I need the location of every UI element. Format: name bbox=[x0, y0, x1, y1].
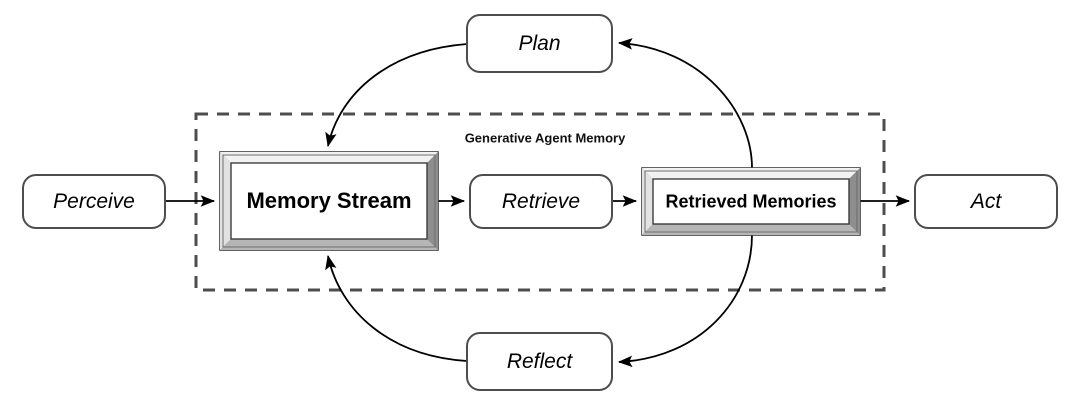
node-label: Act bbox=[969, 190, 1003, 213]
edge-retrieved-memories-to-reflect bbox=[617, 234, 753, 368]
node-label: Memory Stream bbox=[246, 188, 411, 213]
node-retrieved-memories[interactable]: Retrieved Memories bbox=[641, 167, 861, 236]
node-label: Reflect bbox=[507, 350, 574, 373]
node-layer: Perceive Memory Stream Retrieve Retrieved M… bbox=[22, 14, 1058, 391]
node-memory-stream[interactable]: Memory Stream bbox=[219, 151, 439, 251]
node-plan[interactable]: Plan bbox=[466, 14, 613, 73]
edge-layer bbox=[165, 38, 911, 368]
node-perceive[interactable]: Perceive bbox=[22, 174, 166, 229]
group-title: Generative Agent Memory bbox=[465, 130, 626, 145]
node-label: Retrieve bbox=[502, 190, 580, 213]
node-label: Plan bbox=[518, 32, 560, 55]
node-label: Perceive bbox=[53, 190, 135, 213]
edge-plan-to-memory-stream bbox=[325, 43, 468, 148]
generative-agent-memory-boundary bbox=[194, 112, 886, 292]
node-reflect[interactable]: Reflect bbox=[466, 332, 613, 391]
node-retrieve[interactable]: Retrieve bbox=[469, 174, 613, 229]
node-label: Retrieved Memories bbox=[665, 191, 836, 211]
edge-retrieved-memories-to-plan bbox=[617, 38, 753, 169]
node-act[interactable]: Act bbox=[914, 174, 1058, 229]
edge-reflect-to-memory-stream bbox=[325, 254, 468, 362]
group-title-layer: Generative Agent Memory bbox=[465, 130, 626, 145]
group-boundary-layer bbox=[194, 112, 886, 292]
